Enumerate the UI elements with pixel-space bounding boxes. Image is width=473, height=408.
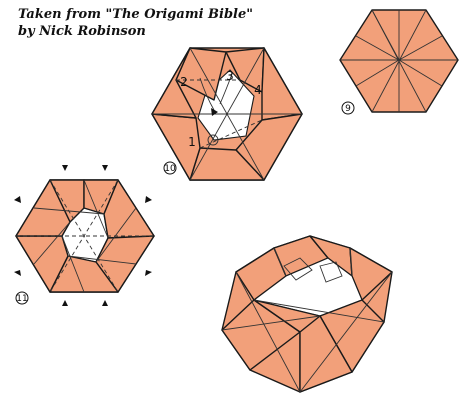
sequence-label-1: 1 [188,135,196,149]
svg-text:9: 9 [345,104,351,114]
step-11-arrows [14,165,152,306]
credit-line-2: by Nick Robinson [18,24,146,39]
step-9-hexagon [339,9,459,113]
credit-text: Taken from "The Origami Bible" by Nick R… [18,6,253,40]
step-9-number: 9 [341,101,355,115]
step-10-hexagon [151,47,303,181]
svg-text:11: 11 [16,294,27,304]
sequence-label-3: 3 [226,69,234,83]
step-10-sequence-labels: 1 2 3 4 [180,69,262,149]
step-11-hexagon [15,179,155,293]
sequence-label-2: 2 [180,75,188,89]
step-11-number: 11 [15,291,29,305]
sequence-label-4: 4 [254,83,262,97]
final-3d-model [221,235,393,393]
svg-text:10: 10 [164,164,176,174]
credit-line-1: Taken from "The Origami Bible" [18,7,254,22]
step-10-number: 10 [163,161,177,175]
